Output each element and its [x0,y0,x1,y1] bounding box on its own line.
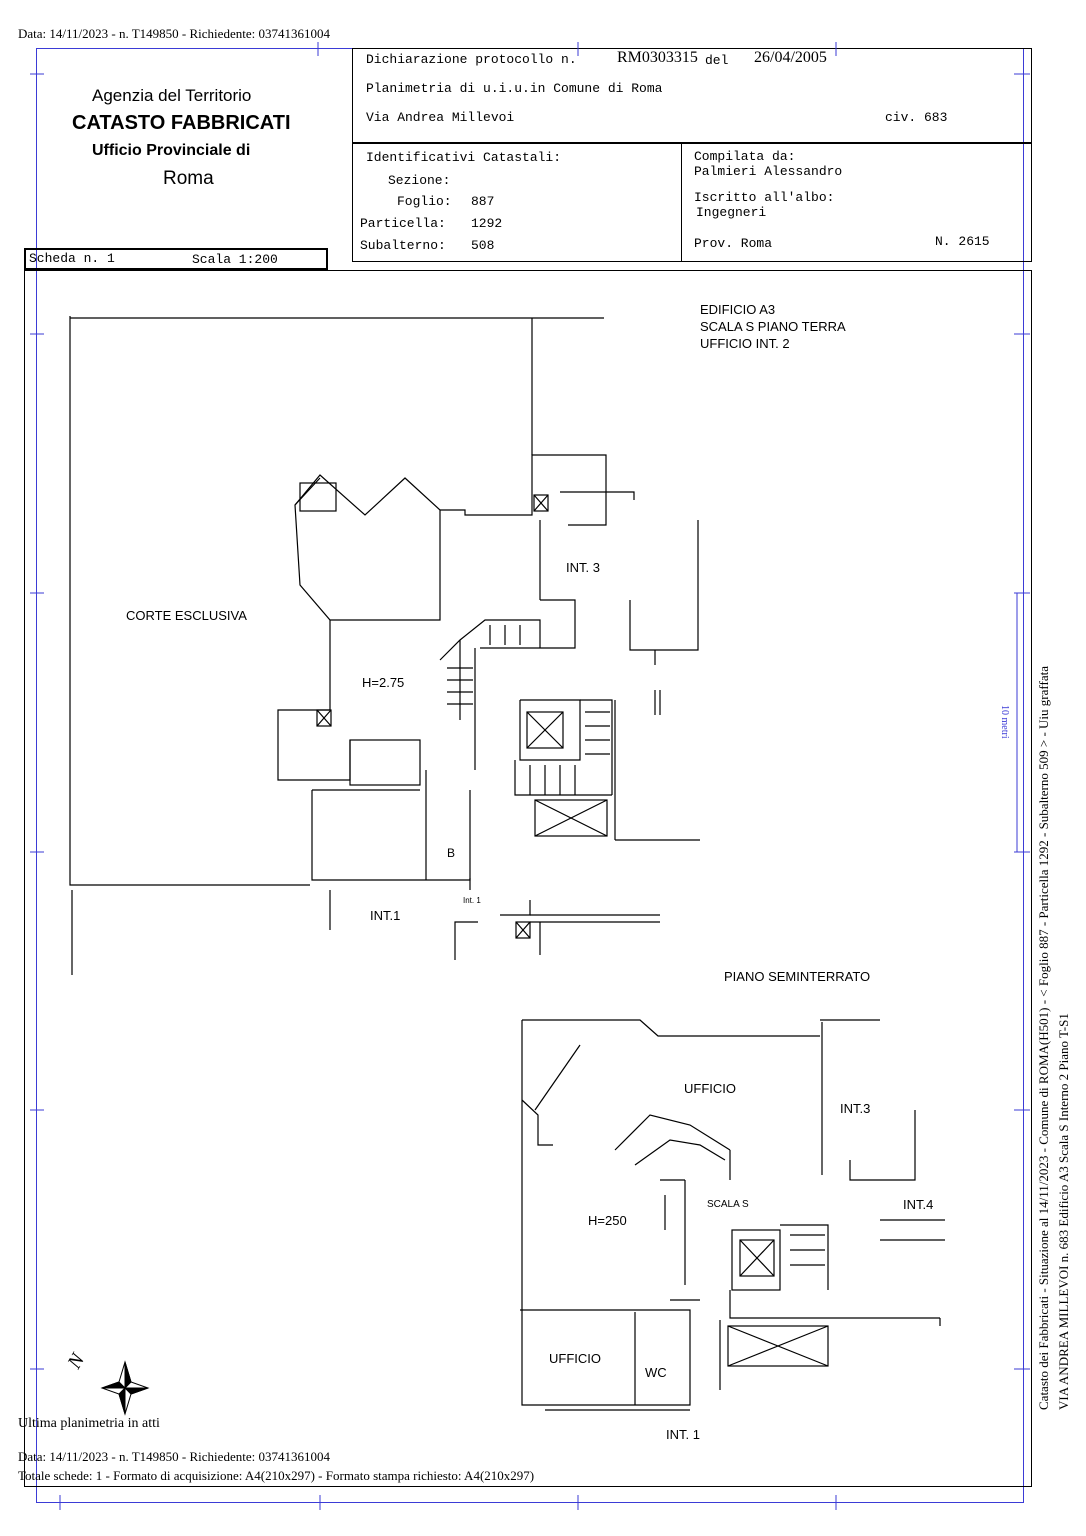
street-address: Via Andrea Millevoi [366,110,515,125]
scheda-scale: Scala 1:200 [192,252,278,267]
agency-catasto: CATASTO FABBRICATI [72,112,291,134]
building-label: EDIFICIO A3 [700,302,776,317]
declaration-label: Dichiarazione protocollo n. [366,52,577,67]
b-room-label: B [447,846,456,860]
foglio-value: 887 [471,194,495,209]
agency-city: Roma [163,168,214,189]
scheda-box [24,248,328,270]
particella-value: 1292 [471,216,503,231]
particella-label: Particella: [360,216,446,231]
side-address-line: VIA ANDREA MILLEVOI n. 683 Edificio A3 S… [1056,1013,1071,1410]
planimetry-line: Planimetria di u.i.u.in Comune di Roma [366,81,663,96]
side-cadastre-line: Catasto dei Fabbricati - Situazione al 1… [1036,666,1051,1410]
scale-bar-label: 10 metri [999,705,1010,739]
foglio-label: Foglio: [397,194,452,209]
office-int2-label: UFFICIO INT. 2 [700,336,790,351]
footer-totals-line: Totale schede: 1 - Formato di acquisizio… [18,1468,535,1483]
int4-label: INT.4 [903,1197,934,1212]
compiler-province: Prov. Roma [694,236,773,251]
compiler-title: Compilata da: [694,149,796,164]
identifiers-title: Identificativi Catastali: [366,150,562,165]
subalterno-label: Subalterno: [360,238,446,253]
drawing-frame [24,270,1032,1487]
height-ground-label: H=2.75 [362,675,405,690]
albo-number: N. 2615 [935,234,990,249]
albo-profession: Ingegneri [696,205,767,220]
int3-bottom-label: INT.3 [840,1101,871,1116]
declaration-box [352,48,1032,143]
scheda-number: Scheda n. 1 [29,251,115,266]
int1-small-label: Int. 1 [463,896,481,905]
last-plan-note: Ultima planimetria in atti [18,1416,160,1431]
compiler-name: Palmieri Alessandro [694,164,843,179]
footer-data-line: Data: 14/11/2023 - n. T149850 - Richiede… [18,1449,330,1464]
declaration-date: 26/04/2005 [754,49,827,66]
wc-label: WC [645,1365,667,1380]
albo-label: Iscritto all'albo: [694,190,835,205]
corte-label: CORTE ESCLUSIVA [126,608,247,623]
top-info-line: Data: 14/11/2023 - n. T149850 - Richiede… [18,26,330,41]
height-basement-label: H=250 [588,1213,627,1228]
north-compass-icon [100,1360,150,1416]
scala-s-label: SCALA S [707,1199,749,1210]
compiler-box [681,143,1032,262]
civic-number: civ. 683 [885,110,948,125]
int1-bottom-label: INT. 1 [666,1427,700,1442]
agency-office: Ufficio Provinciale di [92,142,251,159]
stair-floor-label: SCALA S PIANO TERRA [700,319,846,334]
sezione-label: Sezione: [388,173,451,188]
ufficio-bottom-label: UFFICIO [549,1351,601,1366]
subalterno-value: 508 [471,238,495,253]
agency-name: Agenzia del Territorio [92,86,252,105]
ufficio-top-label: UFFICIO [684,1081,736,1096]
del-label: del [705,53,729,68]
protocol-number: RM0303315 [617,49,698,66]
seminterrato-label: PIANO SEMINTERRATO [724,969,871,984]
int1-top-label: INT.1 [370,908,401,923]
int3-top-label: INT. 3 [566,560,600,575]
